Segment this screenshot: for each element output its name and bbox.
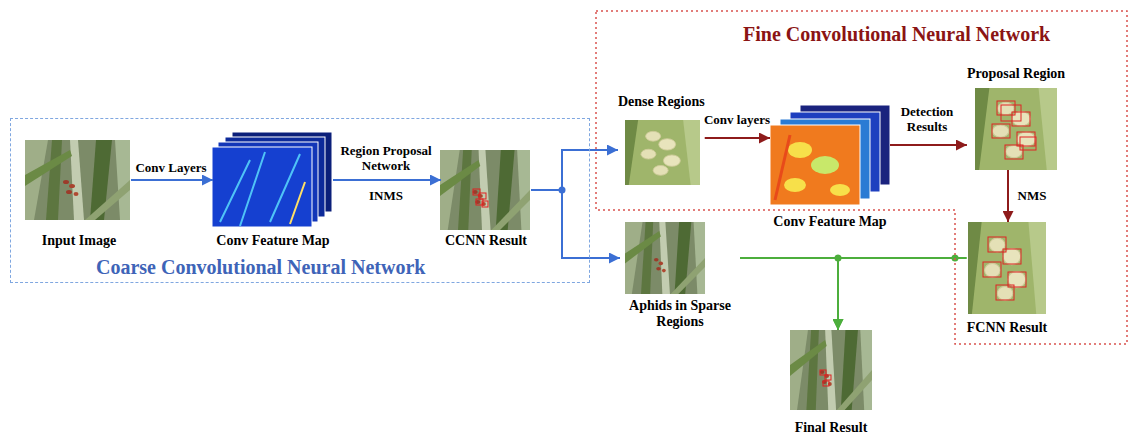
region-title: Coarse Convolutional Neural Network (96, 255, 425, 279)
network-region: Fine Convolutional Neural NetworkDense R… (595, 10, 1128, 345)
fcnn-photo (968, 222, 1046, 314)
flow-arrow (890, 144, 967, 146)
image-caption: Conv Feature Map (773, 214, 886, 230)
feature-map-stack (770, 125, 860, 205)
dense-photo (625, 120, 700, 185)
proposal-photo (1020, 137, 1036, 150)
image-caption: Proposal Region (967, 66, 1065, 82)
network-region: Coarse Convolutional Neural Network Input… (10, 118, 590, 283)
fcnn-photo (996, 285, 1014, 300)
feature-map-stack (220, 152, 300, 226)
flow-arrow (333, 179, 441, 181)
edge-label: Conv Layers (135, 160, 206, 175)
annotation-label: INMS (369, 188, 403, 203)
flow-arrow (531, 190, 620, 258)
feature-map-stack (784, 178, 806, 192)
fcnn-photo (1003, 249, 1021, 264)
image-panel: Input Image (26, 141, 131, 249)
image-panel: Final Result (790, 330, 872, 436)
region-outline (595, 10, 1128, 345)
flow-arrow (705, 137, 770, 139)
final-photo (790, 330, 872, 410)
flow-arrow (531, 150, 618, 190)
image-panel: Conv Feature Map (213, 133, 333, 249)
image-panel: CCNN Result (441, 151, 531, 249)
feature-map-stack (811, 156, 839, 174)
image-caption: Conv Feature Map (216, 233, 329, 249)
final-photo (820, 370, 826, 375)
region-outline (596, 11, 1127, 344)
feature-map-stack (212, 132, 332, 227)
input-photo (25, 140, 130, 220)
edge-label: Conv layers (704, 112, 770, 127)
proposal-photo (1001, 105, 1021, 121)
image-caption: Aphids in Sparse Regions (620, 298, 740, 330)
fcnn-photo (983, 262, 1001, 277)
junction-dot (559, 187, 959, 262)
edge-label: Region Proposal Network (332, 143, 440, 173)
feature-map-stack (212, 147, 312, 227)
feature-map-stack (830, 184, 850, 196)
proposal-photo (992, 124, 1010, 138)
image-panel: FCNN Result (967, 222, 1048, 336)
image-panel: Proposal Region (967, 66, 1065, 170)
final-photo (825, 375, 831, 380)
proposal-photo (975, 88, 1057, 170)
sparse-photo (625, 222, 705, 294)
feature-map-stack (775, 135, 790, 200)
fcnn-photo (968, 222, 1046, 314)
flow-arrow (740, 258, 838, 330)
flow-arrow (131, 179, 213, 181)
region-title: Fine Convolutional Neural Network (743, 22, 1050, 46)
image-caption: Final Result (795, 420, 868, 436)
ccnn-photo (440, 150, 530, 230)
feature-map-stack (770, 105, 890, 205)
proposal-photo (975, 88, 1057, 170)
final-photo (790, 330, 872, 410)
image-caption: CCNN Result (445, 233, 527, 249)
flow-arrow (838, 258, 967, 330)
image-caption: FCNN Result (967, 320, 1048, 336)
flow-arrow (1007, 170, 1009, 222)
ccnn-photo (482, 201, 488, 207)
dense-photo (625, 120, 700, 185)
edge-label: Detection Results (894, 104, 960, 134)
feature-map-stack (290, 182, 305, 224)
ccnn-photo (440, 150, 530, 230)
image-caption: Dense Regions (618, 94, 705, 110)
image-panel: Conv Feature Map (770, 105, 890, 230)
feature-map-stack (788, 142, 812, 158)
image-panel: Dense Regions (618, 94, 705, 185)
final-photo (823, 381, 829, 386)
input-photo (25, 140, 130, 220)
edge-label: NMS (1018, 188, 1047, 203)
image-panel: Aphids in Sparse Regions (620, 222, 740, 330)
sparse-photo (625, 222, 705, 294)
ccnn-photo (479, 193, 486, 199)
image-caption: Input Image (42, 233, 116, 249)
